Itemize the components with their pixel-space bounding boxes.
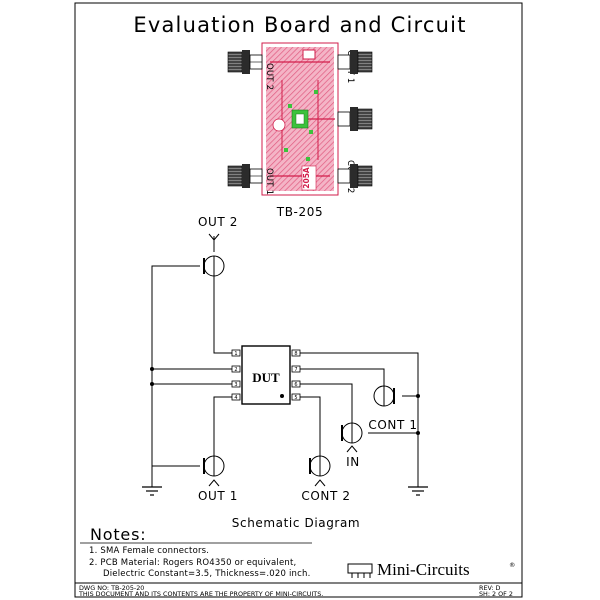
logo-chip-icon [347, 563, 373, 574]
schematic-label-out2: OUT 2 [198, 215, 238, 229]
footer-dwg-no: DWG NO: TB-205-20 [79, 584, 144, 592]
junction-dot [416, 394, 420, 398]
wire-ground-left [151, 265, 200, 487]
pin-number: 1 [234, 351, 237, 357]
board-label-out1: OUT 1 [264, 168, 274, 195]
connector-symbol-out2 [203, 233, 225, 280]
schematic-label-in: IN [346, 455, 360, 469]
page-title: Evaluation Board and Circuit [133, 13, 466, 37]
mini-circuits-logo: Mini-Circuits ® [347, 560, 515, 579]
schematic-label-cont2: CONT 2 [301, 489, 350, 503]
board-silk-marking: 205A [302, 167, 311, 189]
sma-connector-cont2 [337, 164, 373, 188]
wire-out2 [213, 280, 240, 354]
pin-number: 7 [294, 367, 297, 373]
note-item: 1. SMA Female connectors. [89, 546, 209, 556]
ground-symbol-left [142, 486, 162, 496]
footer-rev: REV: D [479, 584, 501, 592]
schematic-diagram: OUT 2 OUT 1 CONT 2 IN CONT 1 [142, 215, 428, 503]
sma-connector-cont1 [337, 50, 373, 74]
connector-symbol-cont2 [309, 455, 331, 487]
board-component [309, 130, 313, 134]
board-mounting-hole [272, 118, 286, 132]
pin-number: 8 [294, 351, 297, 357]
pin-number: 5 [294, 395, 297, 401]
sma-connector-in [337, 107, 373, 131]
footer-sheet: SH: 2 OF 2 [479, 590, 513, 598]
board-name: TB-205 [276, 205, 323, 219]
pin-number: 3 [234, 382, 237, 388]
board-component [284, 148, 288, 152]
dut-pin1-dot [280, 394, 284, 398]
connector-symbol-out1 [203, 452, 225, 487]
junction-dot [416, 431, 420, 435]
ground-symbol-right [408, 486, 428, 496]
wire-ground-pins [152, 368, 240, 385]
wire-ground-right [300, 352, 419, 487]
junction-dot [150, 367, 154, 371]
board-component [306, 157, 310, 161]
pin-number: 6 [294, 382, 297, 388]
evaluation-board: 205A OUT 2 OUT 1 CONT 1 IN CONT 2 [227, 42, 373, 196]
dut-label: DUT [252, 370, 280, 385]
sma-connector-out1 [227, 164, 263, 188]
board-dut-body [295, 113, 305, 125]
board-label-out2: OUT 2 [264, 63, 274, 90]
logo-registered-mark: ® [509, 561, 515, 569]
wire-cont2 [300, 396, 321, 458]
note-item: 2. PCB Material: Rogers RO4350 or equiva… [89, 558, 296, 568]
wire-out1 [213, 396, 240, 452]
wire-ground-cont-shields [368, 395, 418, 434]
schematic-label-cont1: CONT 1 [368, 418, 417, 432]
footer-property-notice: THIS DOCUMENT AND ITS CONTENTS ARE THE P… [78, 590, 323, 598]
board-component [288, 104, 292, 108]
pin-number: 4 [234, 395, 237, 401]
board-component [314, 90, 318, 94]
board-silk-box [301, 165, 317, 191]
schematic-label-out1: OUT 1 [198, 489, 238, 503]
dut-pins-right [291, 349, 301, 401]
wire-cont1 [300, 368, 385, 388]
sma-connector-out2 [227, 50, 263, 74]
note-item: Dielectric Constant=3.5, Thickness=.020 … [103, 569, 311, 579]
dut-pins-left [231, 349, 241, 401]
board-marker [302, 49, 316, 60]
sheet-border [74, 2, 523, 598]
schematic-caption: Schematic Diagram [232, 516, 360, 530]
connector-symbol-cont1 [373, 385, 395, 407]
wire-in [300, 383, 353, 426]
junction-dot [150, 382, 154, 386]
pin-number: 2 [234, 367, 237, 373]
connector-symbol-in [341, 422, 363, 453]
notes-heading: Notes: [90, 525, 146, 544]
logo-text: Mini-Circuits [377, 560, 470, 579]
